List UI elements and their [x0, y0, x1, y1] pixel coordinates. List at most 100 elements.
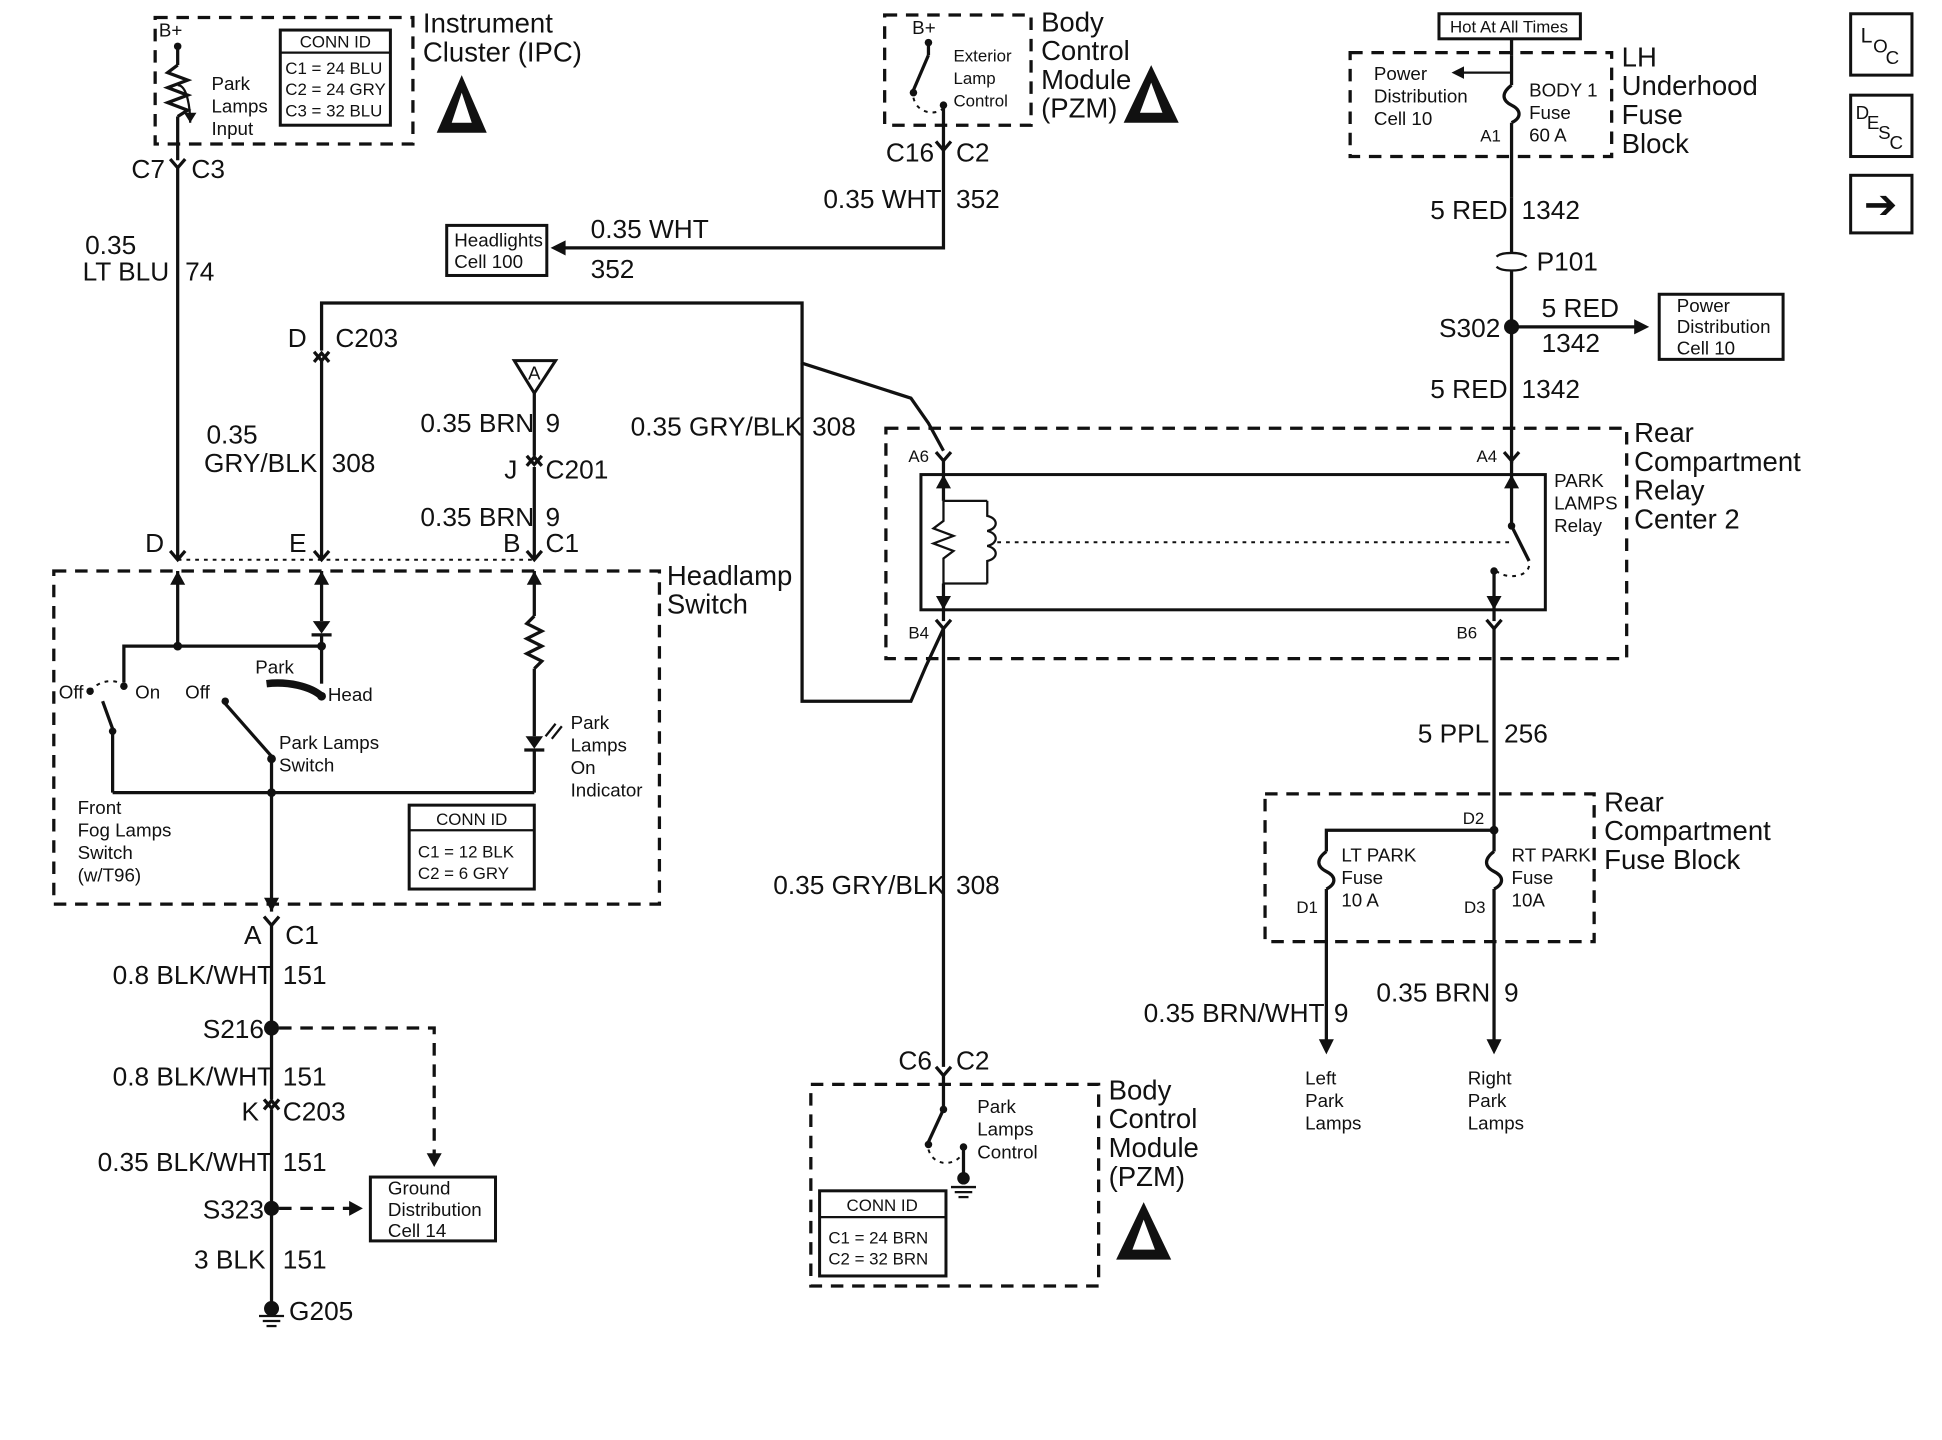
- fog-switch-label-1: Front: [78, 797, 123, 818]
- relay-center-title-3: Relay: [1634, 475, 1705, 506]
- splice-s323: [264, 1200, 280, 1216]
- ipc-conn-c3: C3: [191, 154, 225, 184]
- wire-9-circuit-1: 9: [546, 408, 561, 438]
- headlamp-conn-c1: C1 = 12 BLK: [418, 843, 515, 862]
- bcm-bot-pin-c6: C6: [898, 1045, 932, 1075]
- ground-g205-label: G205: [289, 1296, 353, 1326]
- wire-308-left-color: GRY/BLK: [204, 448, 318, 478]
- wire-352-circuit: 352: [956, 184, 1000, 214]
- off-page-connector-a-label: A: [528, 362, 541, 383]
- rt-park-fuse-label-3: 10A: [1512, 890, 1546, 911]
- bcm-top-label-3: Control: [953, 91, 1007, 110]
- indicator-resistor: [523, 614, 546, 670]
- rear-compartment-fuse-block: Rear Compartment Fuse Block D2 LT PARK F…: [1263, 786, 1771, 1045]
- headlights-ref-line2: Cell 100: [454, 251, 523, 272]
- bcm-top-conn-c2: C2: [956, 138, 990, 168]
- headlamp-pin-e: E: [289, 528, 307, 558]
- relay-pin-a6: A6: [908, 447, 929, 466]
- indicator-label-3: On: [571, 757, 596, 778]
- description-button-letter-s: S: [1878, 122, 1891, 143]
- hot-at-all-times-label: Hot At All Times: [1450, 18, 1568, 37]
- underhood-pin-a1: A1: [1480, 126, 1501, 145]
- ground-ref-line1: Ground: [388, 1178, 451, 1199]
- wire-74-size: 0.35: [85, 230, 136, 260]
- wire-1342-circuit-mid: 1342: [1542, 328, 1600, 358]
- description-button-letter-e: E: [1867, 112, 1880, 133]
- left-out-wire-circuit: 9: [1334, 998, 1349, 1028]
- bcm-bot-title-4: (PZM): [1109, 1161, 1185, 1192]
- ipc-conn-c1: C1 = 24 BLU: [285, 59, 382, 78]
- wire-256-color: 5 PPL: [1418, 719, 1490, 749]
- ipc-pullup-resistor: [163, 63, 193, 118]
- rear-fuse-pin-d3: D3: [1464, 898, 1486, 917]
- wire-308-mid-circuit: 308: [812, 412, 856, 442]
- ground-distribution-reference: [368, 1175, 498, 1243]
- body1-fuse-label-3: 60 A: [1529, 124, 1567, 145]
- bcm-bot-title-1: Body: [1109, 1074, 1172, 1105]
- lt-park-fuse-symbol: [1317, 850, 1336, 891]
- right-park-lamps-output: 0.35 BRN 9 Right Park Lamps: [1376, 978, 1524, 1134]
- ground-wire-circuit-4: 151: [283, 1244, 327, 1274]
- rear-compartment-relay-center: Rear Compartment Relay Center 2 A6 A4 B4…: [884, 417, 1801, 661]
- body1-fuse-label-1: BODY 1: [1529, 79, 1597, 100]
- underhood-title-3: Fuse: [1622, 99, 1683, 130]
- c1-pin-b: B: [503, 528, 521, 558]
- location-button[interactable]: L O C: [1849, 12, 1914, 77]
- relay-pin-b4: B4: [908, 624, 929, 643]
- headlights-ref-line1: Headlights: [454, 230, 543, 251]
- wire-1342-circuit-top: 1342: [1522, 195, 1580, 225]
- left-park-lamps-output: 0.35 BRN/WHT 9 Left Park Lamps: [1144, 998, 1362, 1134]
- park-switch-label-2: Switch: [279, 754, 334, 775]
- description-button[interactable]: D E S C: [1849, 93, 1914, 159]
- park-position-label: Park: [255, 657, 294, 678]
- wire-74-circuit: 74: [185, 256, 214, 286]
- fog-switch-label-3: Switch: [78, 842, 133, 863]
- bcm-top-label-2: Lamp: [953, 69, 995, 88]
- ipc-conn-c2: C2 = 24 GRY: [285, 80, 385, 99]
- next-page-button[interactable]: ➔: [1849, 173, 1914, 235]
- park-contact-bar: [266, 679, 325, 700]
- pd-ref-line1: Power: [1677, 295, 1730, 316]
- splice-s216-label: S216: [203, 1014, 264, 1044]
- headlights-wire-color: 0.35 WHT: [591, 214, 709, 244]
- bcm-bot-conn-c1: C1 = 24 BRN: [828, 1228, 928, 1247]
- wire-1342-red: 5 RED 1342 P101 S302 5 RED 1342 5 RED 13…: [1430, 195, 1785, 464]
- wire-74-color: LT BLU: [83, 256, 170, 286]
- headlamp-pin-d: D: [145, 528, 164, 558]
- rt-park-fuse-symbol: [1484, 850, 1504, 891]
- fog-switch-label-2: Fog Lamps: [78, 819, 172, 840]
- headlamp-conn-id-box: [407, 803, 536, 891]
- location-button-letter-o: O: [1873, 36, 1888, 57]
- c203-top-connector: C203: [335, 323, 398, 353]
- c1-connector: C1: [546, 528, 580, 558]
- head-position-label: Head: [328, 684, 373, 705]
- splice-s216: [264, 1020, 280, 1036]
- ipc-title-2: Cluster (IPC): [423, 36, 582, 67]
- ground-pin-k: K: [241, 1097, 259, 1127]
- ground-circuit-151: A C1 0.8 BLK/WHT 151 S216 0.8 BLK/WHT 15…: [98, 897, 498, 1328]
- wire-308-mid-color: 0.35 GRY/BLK: [631, 412, 803, 442]
- indicator-label-1: Park: [571, 712, 610, 733]
- rt-park-fuse-label-2: Fuse: [1512, 867, 1554, 888]
- right-out-wire-color: 0.35 BRN: [1376, 978, 1490, 1008]
- bcm-bot-label-2: Lamps: [977, 1119, 1033, 1140]
- ground-wire-circuit-3: 151: [283, 1147, 327, 1177]
- c203-top-pin-d: D: [288, 323, 307, 353]
- left-out-wire-color: 0.35 BRN/WHT: [1144, 998, 1325, 1028]
- bcm-top-bplus: B+: [912, 17, 936, 38]
- arrow-right-icon: ➔: [1864, 183, 1898, 227]
- underhood-pd-2: Distribution: [1374, 86, 1468, 107]
- esd-warning-icon: [436, 75, 487, 133]
- relay-name-1: PARK: [1554, 470, 1604, 491]
- rear-fuse-pin-d2: D2: [1463, 809, 1485, 828]
- right-out-label-3: Lamps: [1468, 1112, 1524, 1133]
- esd-warning-icon: [1123, 65, 1179, 123]
- ground-wire-circuit-1: 151: [283, 960, 327, 990]
- ipc-title-1: Instrument: [423, 8, 553, 39]
- splice-s302-label: S302: [1439, 313, 1500, 343]
- fog-switch-label-4: (w/T96): [78, 865, 142, 886]
- ground-icon: [259, 1314, 285, 1328]
- bcm-bot-conn-id-box: [818, 1189, 948, 1278]
- bcm-top-label-1: Exterior: [953, 46, 1011, 65]
- wire-9-color-2: 0.35 BRN: [420, 502, 534, 532]
